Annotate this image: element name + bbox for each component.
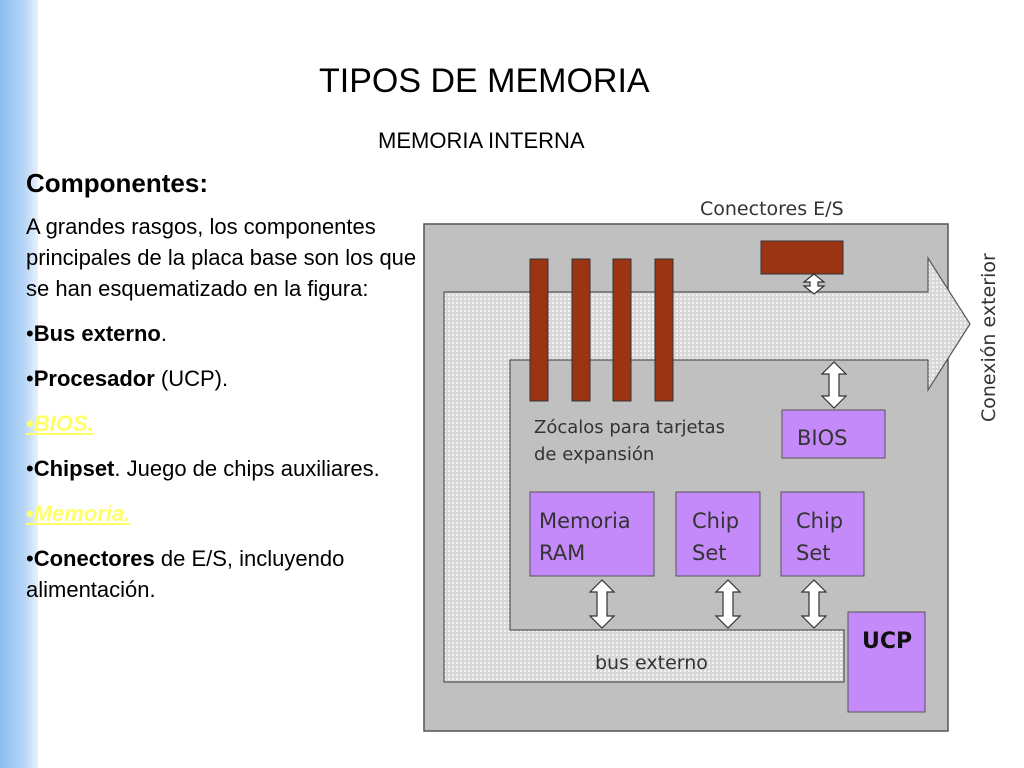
expansion-slot (571, 258, 591, 402)
bullet-rest-text: . (160, 321, 167, 346)
expansion-slot (612, 258, 632, 402)
page-title: TIPOS DE MEMORIA (319, 62, 650, 100)
bullet-bold-text: Chipset (33, 456, 115, 481)
ucp-label: UCP (862, 629, 912, 654)
intro-paragraph: A grandes rasgos, los componentes princi… (26, 214, 417, 301)
expansion-slot (529, 258, 549, 402)
memoria-link[interactable]: Memoria. (33, 501, 131, 526)
bullet-dot: • (26, 366, 34, 391)
bullet-dot: • (26, 411, 34, 436)
chipset2-label-line2: Set (796, 541, 830, 565)
bullet-bus-externo: •Bus externo. (26, 318, 421, 349)
bios-box (781, 409, 886, 459)
bullet-dot: • (26, 456, 34, 481)
side-gradient-band (0, 0, 38, 768)
chipset1-label-line2: Set (692, 541, 726, 565)
external-bus-path (443, 255, 971, 683)
chipset-box (675, 491, 761, 577)
bullet-dot: • (26, 546, 34, 571)
chipset-box (780, 491, 865, 577)
bullet-chipset: •Chipset. Juego de chips auxiliares. (26, 453, 421, 484)
bullet-dot: • (26, 501, 34, 526)
bullet-bold-text: Bus externo (33, 321, 161, 346)
page-subtitle: MEMORIA INTERNA (378, 128, 585, 153)
io-connector-block (760, 240, 844, 275)
double-arrow-icon (588, 579, 616, 629)
ucp-box (847, 611, 926, 713)
bullet-rest-text: de E/S, incluyendo alimentación. (26, 546, 345, 602)
double-arrow-icon (714, 579, 742, 629)
bullet-bold-text: Procesador (33, 366, 155, 391)
components-heading: Componentes: (26, 168, 208, 198)
components-text: Componentes: A grandes rasgos, los compo… (26, 168, 421, 619)
bullet-memoria-link[interactable]: •Memoria. (26, 498, 421, 529)
bullet-dot: • (26, 321, 34, 346)
bullet-rest-text: . Juego de chips auxiliares. (114, 456, 380, 481)
bullet-bios-link[interactable]: •BIOS. (26, 408, 421, 439)
ram-label-line1: Memoria (539, 509, 631, 533)
bios-label: BIOS (797, 426, 847, 450)
double-arrow-icon (820, 361, 848, 409)
motherboard-diagram: Conectores E/S Zócalos para tarjetas de … (420, 190, 1024, 735)
connectors-label: Conectores E/S (700, 198, 844, 220)
double-arrow-icon (802, 273, 826, 295)
bullet-rest-text: (UCP). (154, 366, 229, 391)
bios-link[interactable]: BIOS. (33, 411, 94, 436)
bullet-conectores: •Conectores de E/S, incluyendo alimentac… (26, 543, 421, 605)
chipset2-label-line1: Chip (796, 509, 843, 533)
chipset1-label-line1: Chip (692, 509, 739, 533)
expansion-slot (654, 258, 674, 402)
slots-label-line2: de expansión (534, 444, 654, 465)
ram-box (529, 491, 655, 577)
bullet-bold-text: Conectores (33, 546, 155, 571)
bus-label: bus externo (595, 652, 708, 674)
bullet-procesador: •Procesador (UCP). (26, 363, 421, 394)
external-connection-label: Conexión exterior (978, 253, 1000, 422)
double-arrow-icon (800, 579, 828, 629)
ram-label-line2: RAM (539, 541, 585, 565)
slots-label-line1: Zócalos para tarjetas (534, 417, 725, 438)
